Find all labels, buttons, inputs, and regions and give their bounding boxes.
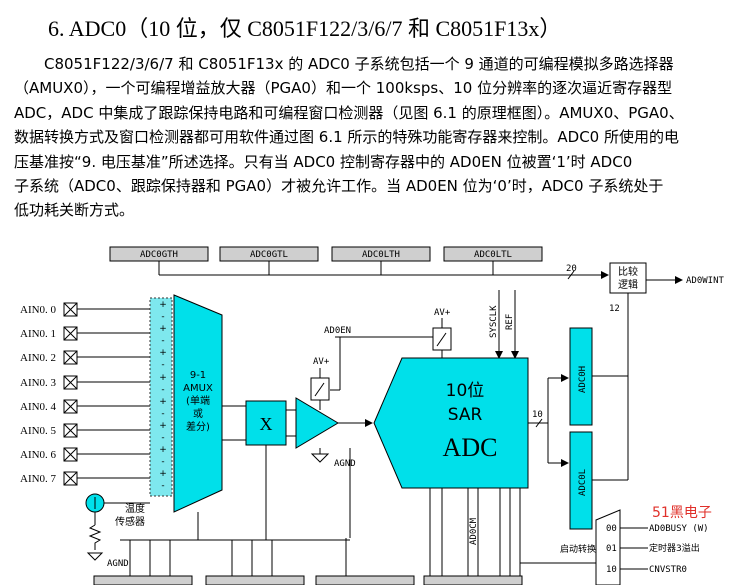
- start-mux-block: [595, 509, 621, 585]
- ref-label: REF: [505, 314, 515, 330]
- register-label: ADC0LTL: [474, 250, 512, 260]
- avplus-label: AV+: [313, 357, 330, 367]
- ground-icon: [310, 453, 330, 463]
- intro-paragraph: C8051F122/3/6/7 和 C8051F13x 的 ADC0 子系统包括…: [14, 52, 740, 223]
- svg-text:-: -: [161, 336, 164, 346]
- ain-label: AIN0. 7: [20, 473, 57, 485]
- comparator-label: 比较: [618, 265, 638, 278]
- svg-text:-: -: [161, 433, 164, 443]
- mux-signal: CNVSTR0: [649, 565, 687, 575]
- adc0h-label: ADC0H: [578, 366, 588, 393]
- amux-block: [173, 294, 223, 513]
- agnd-label: AGND: [334, 459, 356, 469]
- mux-signal: AD0BUSY (W): [649, 524, 709, 534]
- amux-label: (单端: [186, 394, 210, 407]
- ain-inputs: AIN0. 0 AIN0. 1 AIN0. 2 AIN0. 3 AIN0. 4: [20, 302, 172, 486]
- svg-text:+: +: [159, 348, 167, 358]
- resistor-icon: [88, 524, 102, 550]
- register-box: [205, 575, 305, 585]
- ain-label: AIN0. 4: [20, 401, 57, 413]
- mux-code: 01: [606, 544, 617, 554]
- register-box: [423, 575, 523, 585]
- ad0cm-label: AD0CM: [469, 517, 479, 545]
- ain-label: AIN0. 3: [20, 377, 57, 389]
- ain-label: AIN0. 5: [20, 425, 57, 437]
- amux-label: AMUX: [183, 383, 213, 394]
- comparator-logic-box: [609, 262, 647, 294]
- amux-pin-columns: + - + - + - + - + - + - + - + -: [149, 297, 173, 497]
- paragraph-line: ADC，ADC 中集成了跟踪保持电路和可编程窗口检测器（见图 6.1 的原理框图…: [14, 103, 684, 122]
- svg-text:-: -: [161, 385, 164, 395]
- temp-sensor-label: 温度: [125, 502, 145, 515]
- paragraph-line: 压基准按“9. 电压基准”所述选择。只有当 ADC0 控制寄存器中的 AD0EN…: [14, 152, 633, 171]
- mux-signal: 定时器3溢出: [649, 542, 700, 554]
- svg-text:+: +: [159, 397, 167, 407]
- mux-code: 10: [606, 565, 617, 575]
- amux-label: 差分): [186, 420, 210, 433]
- adc-label: SAR: [448, 405, 483, 425]
- bus-width-10: 10: [532, 410, 543, 420]
- svg-text:-: -: [161, 360, 164, 370]
- paragraph-line: 数据转换方式及窗口检测器都可用软件通过图 6.1 所示的特殊功能寄存器来控制。A…: [14, 128, 679, 147]
- x-label: X: [260, 414, 273, 434]
- amux-label: 9-1: [190, 370, 206, 381]
- paragraph-line: 低功耗关断方式。: [14, 201, 135, 220]
- ad0en-label: AD0EN: [324, 326, 351, 336]
- watermark-text: 51黑电子: [652, 505, 712, 521]
- adc-label: 10位: [446, 381, 485, 401]
- sysclk-label: SYSCLK: [489, 305, 499, 338]
- ain-label: AIN0. 0: [20, 304, 57, 316]
- x-multiplier-block: [245, 400, 287, 446]
- sar-adc-block: [373, 357, 529, 489]
- paragraph-line: C8051F122/3/6/7 和 C8051F13x 的 ADC0 子系统包括…: [44, 55, 674, 73]
- adowint-label: AD0WINT: [686, 276, 725, 286]
- svg-text:+: +: [159, 445, 167, 455]
- svg-text:+: +: [159, 373, 167, 383]
- register-box: [93, 575, 193, 585]
- register-boxes: ADC0GTH ADC0GTL ADC0LTH ADC0LTL: [109, 246, 543, 262]
- svg-text:+: +: [159, 469, 167, 479]
- bus-width-20: 20: [566, 264, 577, 274]
- ground-icon: [86, 552, 104, 561]
- svg-text:-: -: [161, 409, 164, 419]
- adc0l-label: ADC0L: [578, 469, 588, 496]
- register-bus: [158, 261, 609, 280]
- register-label: ADC0LTH: [362, 250, 400, 260]
- ain-label: AIN0. 6: [20, 449, 57, 461]
- avplus-label: AV+: [434, 308, 451, 318]
- adc-label: ADC: [443, 433, 498, 462]
- ain-label: AIN0. 1: [20, 328, 56, 340]
- amux-label: 或: [193, 408, 203, 420]
- temp-sensor-label: 传感器: [115, 515, 145, 528]
- register-box: [315, 575, 415, 585]
- pga-amplifier: [295, 397, 339, 449]
- register-label: ADC0GTL: [250, 250, 288, 260]
- bus-width-12: 12: [609, 304, 620, 314]
- svg-text:+: +: [159, 324, 167, 334]
- svg-text:+: +: [159, 300, 167, 310]
- section-heading: 6. ADC0（10 位，仅 C8051F122/3/6/7 和 C8051F1…: [48, 16, 562, 41]
- paragraph-line: （AMUX0），一个可编程增益放大器（PGA0）和一个 100ksps、10 位…: [14, 79, 673, 98]
- start-conversion-label: 启动转换: [560, 543, 596, 555]
- svg-text:-: -: [161, 312, 164, 322]
- paragraph-line: 子系统（ADC0、跟踪保持器和 PGA0）才被允许工作。当 AD0EN 位为‘0…: [14, 177, 664, 196]
- register-label: ADC0GTH: [140, 250, 178, 260]
- svg-text:-: -: [161, 481, 164, 491]
- svg-text:+: +: [159, 421, 167, 431]
- comparator-label: 逻辑: [618, 278, 638, 291]
- agnd-label: AGND: [107, 559, 129, 569]
- ain-label: AIN0. 2: [20, 352, 56, 364]
- svg-text:-: -: [161, 457, 164, 467]
- mux-code: 00: [606, 524, 617, 534]
